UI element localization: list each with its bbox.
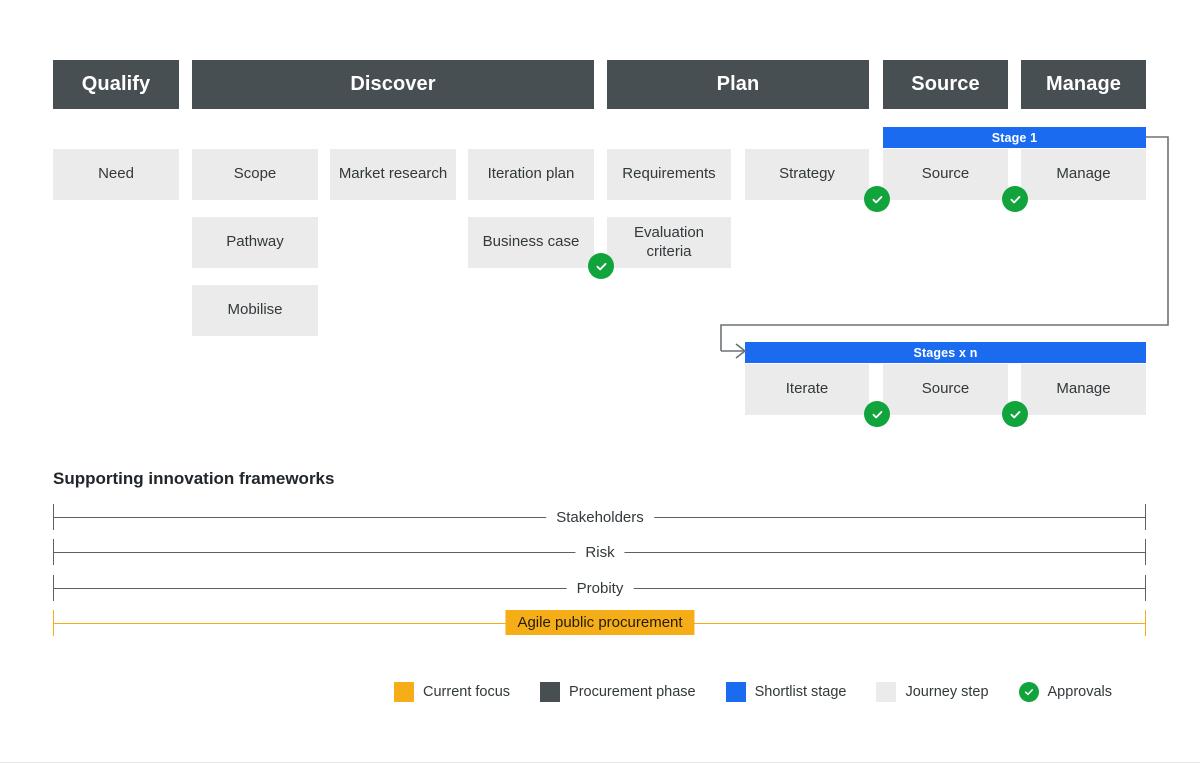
framework-label: Risk (575, 539, 625, 565)
strategy-approval[interactable] (864, 186, 890, 212)
journey-step-label: Scope (233, 165, 277, 183)
stages-source-approval[interactable] (1002, 401, 1028, 427)
check-circle-icon (593, 258, 610, 275)
shortlist-stage-label: Stage 1 (991, 130, 1038, 145)
framework-row-probity[interactable]: Probity (53, 575, 1146, 601)
check-circle-icon (1007, 406, 1024, 423)
journey-step-label: Iterate (785, 380, 829, 398)
journey-step-evaluation-criteria[interactable]: Evaluation criteria (607, 217, 731, 268)
frameworks-title: Supporting innovation frameworks (53, 469, 335, 488)
stage1-source-approval[interactable] (1002, 186, 1028, 212)
phase-plan[interactable]: Plan (607, 60, 869, 109)
shortlist-stage-stages-x-n[interactable]: Stages x n (745, 342, 1146, 363)
journey-step-label: Mobilise (227, 301, 283, 319)
journey-step-label: Evaluation criteria (633, 223, 705, 260)
framework-row-agile-public-procurement[interactable]: Agile public procurement (53, 610, 1146, 636)
journey-step-label: Source (921, 165, 970, 183)
check-circle-icon (1018, 682, 1039, 702)
journey-step-pathway[interactable]: Pathway (192, 217, 318, 268)
framework-row-risk[interactable]: Risk (53, 539, 1146, 565)
journey-step-label: Business case (482, 233, 580, 251)
phase-label: Discover (350, 73, 436, 95)
journey-step-source[interactable]: Source (883, 364, 1008, 415)
check-circle-icon (869, 406, 886, 423)
legend-item-approvals[interactable]: Approvals (1018, 682, 1112, 702)
phase-source[interactable]: Source (883, 60, 1008, 109)
square-icon (540, 682, 561, 702)
legend-item-procurement-phase[interactable]: Procurement phase (540, 682, 696, 702)
phase-label: Qualify (81, 73, 151, 95)
legend: Current focus Procurement phase Shortlist … (394, 682, 1112, 702)
legend-item-current-focus[interactable]: Current focus (394, 682, 510, 702)
shortlist-stage-label: Stages x n (913, 345, 978, 360)
journey-step-label: Need (98, 165, 134, 183)
journey-step-mobilise[interactable]: Mobilise (192, 285, 318, 336)
journey-step-requirements[interactable]: Requirements (607, 149, 731, 200)
legend-label: Journey step (905, 684, 989, 700)
journey-step-label: Manage (1056, 380, 1111, 398)
journey-step-label: Strategy (779, 165, 835, 183)
journey-step-iteration-plan[interactable]: Iteration plan (468, 149, 594, 200)
square-icon (725, 682, 746, 702)
journey-step-strategy[interactable]: Strategy (745, 149, 869, 200)
journey-step-label: Market research (338, 165, 448, 183)
legend-label: Shortlist stage (754, 684, 847, 700)
framework-row-stakeholders[interactable]: Stakeholders (53, 504, 1146, 530)
framework-label: Stakeholders (546, 504, 654, 530)
journey-step-market-research[interactable]: Market research (330, 149, 456, 200)
phase-label: Manage (1045, 73, 1122, 95)
legend-item-journey-step[interactable]: Journey step (876, 682, 989, 702)
phase-qualify[interactable]: Qualify (53, 60, 179, 109)
journey-step-need[interactable]: Need (53, 149, 179, 200)
stages-iterate-approval[interactable] (864, 401, 890, 427)
journey-step-label: Manage (1056, 165, 1111, 183)
journey-step-label: Iteration plan (487, 165, 575, 183)
phase-label: Plan (716, 73, 760, 95)
square-icon (876, 682, 897, 702)
journey-step-manage[interactable]: Manage (1021, 149, 1146, 200)
journey-step-scope[interactable]: Scope (192, 149, 318, 200)
legend-label: Approvals (1047, 684, 1112, 700)
journey-step-manage[interactable]: Manage (1021, 364, 1146, 415)
legend-label: Current focus (423, 684, 511, 700)
journey-step-iterate[interactable]: Iterate (745, 364, 869, 415)
phase-manage[interactable]: Manage (1021, 60, 1146, 109)
legend-item-shortlist-stage[interactable]: Shortlist stage (725, 682, 847, 702)
journey-step-business-case[interactable]: Business case (468, 217, 594, 268)
journey-step-label: Pathway (226, 233, 284, 251)
journey-step-label: Source (921, 380, 970, 398)
journey-step-label: Requirements (622, 165, 716, 183)
legend-label: Procurement phase (569, 684, 696, 700)
journey-step-source[interactable]: Source (883, 149, 1008, 200)
check-circle-icon (869, 191, 886, 208)
business-case-approval[interactable] (588, 253, 614, 279)
shortlist-stage-stage-1[interactable]: Stage 1 (883, 127, 1146, 148)
framework-label: Probity (566, 575, 634, 601)
phase-label: Source (911, 73, 980, 95)
phase-discover[interactable]: Discover (192, 60, 594, 109)
check-circle-icon (1007, 191, 1024, 208)
framework-label: Agile public procurement (505, 610, 695, 635)
square-icon (394, 682, 414, 702)
